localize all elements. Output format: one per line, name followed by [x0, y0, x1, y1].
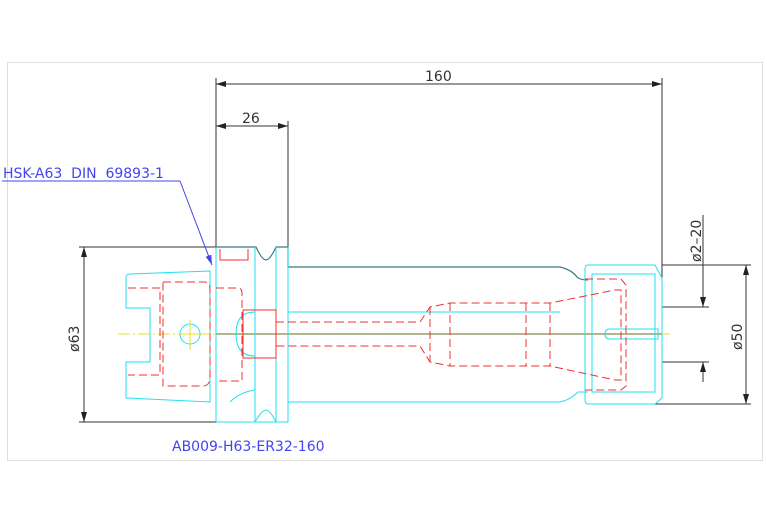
interface-label: HSK-A63 DIN 69893-1 [3, 166, 164, 182]
dim-63-text: ø63 [67, 326, 83, 352]
dim-50-text: ø50 [730, 324, 746, 350]
part-number-label: AB009-H63-ER32-160 [172, 439, 325, 455]
dimension-shank-diameter: ø63 [67, 246, 216, 423]
dim-26-text: 26 [242, 111, 260, 127]
interface-callout: HSK-A63 DIN 69893-1 [2, 166, 213, 266]
dimension-flange-length: 26 [216, 111, 289, 267]
dimension-clamping-range: ø2–20 [662, 215, 709, 382]
drawing-frame [7, 62, 763, 461]
internal-hidden-lines [128, 249, 627, 391]
dim-160-text: 160 [425, 69, 452, 85]
dimension-nut-diameter: ø50 [655, 264, 751, 405]
tool-holder-outline [125, 246, 663, 423]
dim-2-20-text: ø2–20 [689, 220, 705, 262]
